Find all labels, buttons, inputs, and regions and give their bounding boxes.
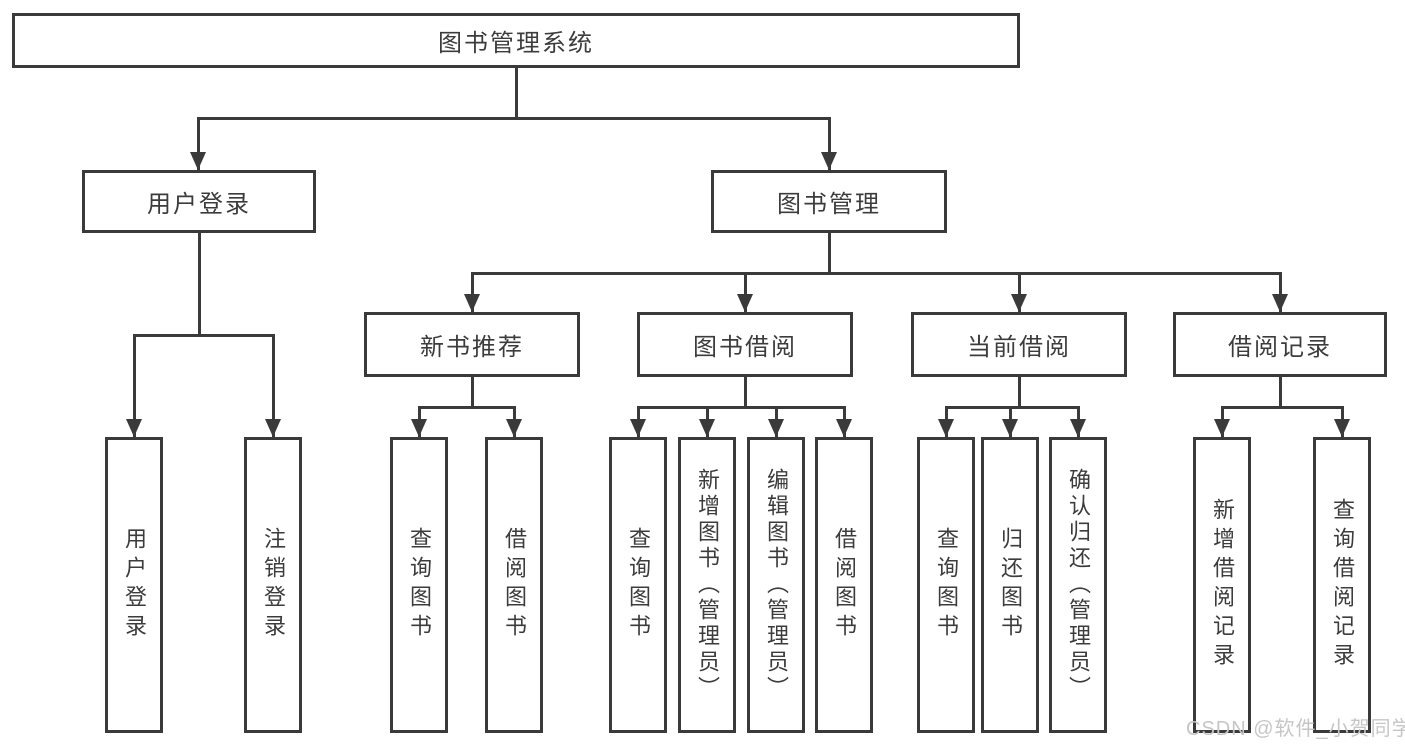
arrow-down-icon — [1070, 419, 1086, 437]
leaf-query-books-borrowing: 查询图书 — [609, 437, 667, 733]
node-book-borrowing: 图书借阅 — [637, 312, 853, 377]
connector-vertical — [744, 377, 747, 408]
node-library-management-system: 图书管理系统 — [12, 13, 1020, 68]
connector-horizontal — [471, 272, 1282, 275]
connector-horizontal — [945, 406, 1080, 409]
connector-vertical — [197, 118, 200, 170]
node-label: 新书推荐 — [420, 334, 524, 361]
arrow-down-icon — [768, 419, 784, 437]
node-label: 图书借阅 — [693, 334, 797, 361]
node-book-management: 图书管理 — [711, 170, 947, 233]
arrow-down-icon — [411, 419, 427, 437]
node-label: 图书管理系统 — [438, 30, 594, 57]
node-borrowing-records: 借阅记录 — [1173, 312, 1387, 377]
leaf-user-login: 用户登录 — [105, 437, 163, 733]
node-label: 图书管理 — [777, 191, 881, 218]
node-label: 借阅图书 — [502, 527, 527, 643]
node-label: 借阅图书 — [832, 527, 857, 643]
connector-vertical — [471, 377, 474, 408]
connector-vertical — [744, 273, 747, 312]
connector-horizontal — [133, 334, 275, 337]
node-label: 查询图书 — [934, 527, 959, 643]
arrow-down-icon — [836, 419, 852, 437]
arrow-down-icon — [737, 294, 753, 312]
node-label: 归还图书 — [998, 527, 1023, 643]
node-label: 查询图书 — [407, 527, 432, 643]
connector-vertical — [272, 335, 275, 437]
connector-vertical — [471, 273, 474, 312]
leaf-borrow-books-borrowing: 借阅图书 — [815, 437, 873, 733]
arrow-down-icon — [265, 419, 281, 437]
connector-vertical — [1018, 273, 1021, 312]
node-label: 查询借阅记录 — [1330, 498, 1355, 672]
node-label: 确认归还（管理员） — [1066, 468, 1091, 702]
leaf-logout: 注销登录 — [244, 437, 302, 733]
leaf-return-books: 归还图书 — [981, 437, 1039, 733]
connector-vertical — [515, 68, 518, 118]
connector-horizontal — [197, 117, 831, 120]
connector-horizontal — [1221, 406, 1344, 409]
arrow-down-icon — [1272, 294, 1288, 312]
node-label: 新增图书（管理员） — [695, 468, 720, 702]
node-new-book-recommendation: 新书推荐 — [364, 312, 580, 377]
connector-horizontal — [418, 406, 516, 409]
node-user-login: 用户登录 — [82, 170, 316, 233]
node-label: 编辑图书（管理员） — [764, 468, 789, 702]
connector-vertical — [133, 335, 136, 437]
node-current-borrowing: 当前借阅 — [911, 312, 1127, 377]
node-label: 查询图书 — [626, 527, 651, 643]
csdn-watermark: CSDN @软件_小贺同学 — [1186, 718, 1405, 740]
arrow-down-icon — [1214, 419, 1230, 437]
connector-vertical — [1018, 377, 1021, 408]
arrow-down-icon — [1002, 419, 1018, 437]
leaf-query-books-current: 查询图书 — [917, 437, 975, 733]
arrow-down-icon — [126, 419, 142, 437]
leaf-query-borrow-record: 查询借阅记录 — [1313, 437, 1371, 733]
arrow-down-icon — [699, 419, 715, 437]
arrow-down-icon — [821, 152, 837, 170]
node-label: 当前借阅 — [967, 334, 1071, 361]
connector-vertical — [828, 118, 831, 170]
arrow-down-icon — [506, 419, 522, 437]
connector-vertical — [1279, 273, 1282, 312]
connector-vertical — [1279, 377, 1282, 408]
connector-vertical — [828, 233, 831, 273]
node-label: 借阅记录 — [1228, 334, 1332, 361]
leaf-confirm-return-admin: 确认归还（管理员） — [1049, 437, 1107, 733]
arrow-down-icon — [1011, 294, 1027, 312]
node-label: 注销登录 — [261, 527, 286, 643]
arrow-down-icon — [938, 419, 954, 437]
arrow-down-icon — [190, 152, 206, 170]
node-label: 用户登录 — [147, 191, 251, 218]
node-label: 用户登录 — [122, 527, 147, 643]
leaf-edit-books-admin: 编辑图书（管理员） — [747, 437, 805, 733]
leaf-borrow-books-recommend: 借阅图书 — [485, 437, 543, 733]
leaf-query-books-recommend: 查询图书 — [390, 437, 448, 733]
node-label: 新增借阅记录 — [1210, 498, 1235, 672]
leaf-add-books-admin: 新增图书（管理员） — [678, 437, 736, 733]
arrow-down-icon — [630, 419, 646, 437]
leaf-add-borrow-record: 新增借阅记录 — [1193, 437, 1251, 733]
arrow-down-icon — [464, 294, 480, 312]
connector-horizontal — [637, 406, 846, 409]
connector-vertical — [198, 233, 201, 336]
arrow-down-icon — [1334, 419, 1350, 437]
